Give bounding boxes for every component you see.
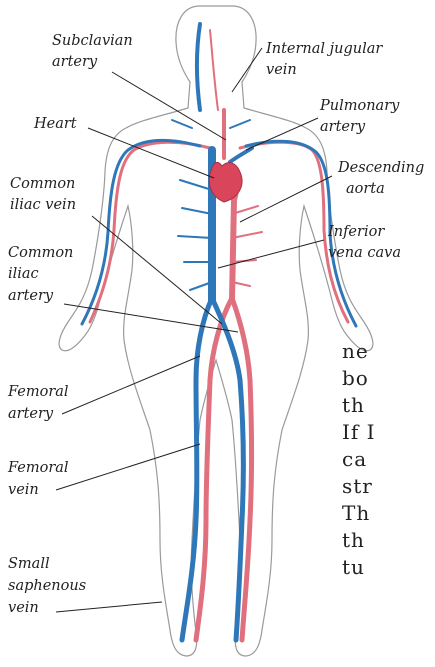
- label-common-iliac-vein: Common iliac vein: [10, 176, 80, 213]
- label-subclavian-artery: Subclavian artery: [52, 33, 137, 70]
- overflow-line: th: [342, 527, 365, 554]
- label-femoral-artery: Femoral artery: [7, 384, 73, 422]
- label-heart: Heart: [33, 116, 77, 132]
- overflow-line: ne: [342, 338, 369, 365]
- overflow-line: If I: [342, 419, 376, 446]
- overflow-line: Th: [342, 500, 370, 527]
- overflow-line: tu: [342, 554, 365, 581]
- overflow-line: bo: [342, 365, 369, 392]
- label-inferior-vena-cava: Inferior vena cava: [327, 224, 401, 261]
- label-internal-jugular-vein: Internal jugular vein: [265, 41, 387, 78]
- label-small-saphenous-vein: Small saphenous vein: [8, 556, 91, 616]
- label-descending-aorta: Descending aorta: [337, 160, 429, 197]
- label-common-iliac-artery: Common iliac artery: [8, 245, 78, 304]
- overflow-line: th: [342, 392, 365, 419]
- label-pulmonary-artery: Pulmonary artery: [319, 98, 404, 135]
- label-femoral-vein: Femoral vein: [7, 460, 73, 498]
- overflow-line: ca: [342, 446, 367, 473]
- overflow-line: str: [342, 473, 373, 500]
